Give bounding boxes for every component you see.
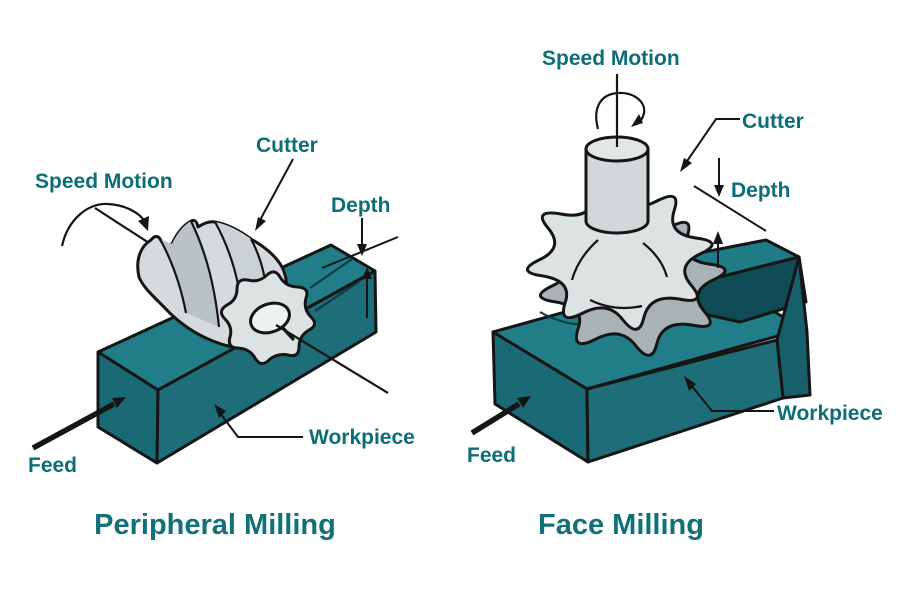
peripheral-milling-title: Peripheral Milling bbox=[94, 509, 336, 541]
label-workpiece: Workpiece bbox=[777, 402, 883, 425]
face-mill-cutter bbox=[526, 135, 727, 357]
cutter-flute-line bbox=[589, 299, 643, 310]
feed-arrow bbox=[31, 397, 126, 451]
face-milling-diagram: Speed Motion Cutter Depth Feed Workpiece… bbox=[467, 47, 883, 541]
cutter-leader-line bbox=[258, 158, 294, 223]
cutter-flute-line bbox=[642, 242, 669, 278]
depth-cut-line bbox=[309, 258, 353, 289]
workpiece-leader-arrowhead bbox=[684, 376, 696, 391]
cutter-leader-line bbox=[682, 118, 740, 168]
depth-arrowhead-up bbox=[362, 267, 372, 279]
rotation-arrowhead bbox=[138, 216, 149, 231]
label-cutter: Cutter bbox=[742, 110, 804, 133]
label-speed-motion: Speed Motion bbox=[35, 170, 173, 193]
workpiece-leader-line bbox=[219, 412, 303, 438]
workpiece-right-face bbox=[775, 255, 812, 400]
depth-reference-line bbox=[693, 185, 767, 232]
workpiece-leader-line bbox=[689, 383, 774, 412]
depth-annotation bbox=[693, 158, 767, 268]
label-depth: Depth bbox=[731, 179, 791, 202]
depth-annotation bbox=[321, 218, 399, 318]
rotation-arrow-icon bbox=[595, 91, 646, 130]
depth-cut-line-2 bbox=[314, 280, 361, 312]
depth-reference-line bbox=[321, 236, 399, 269]
label-feed: Feed bbox=[28, 454, 77, 477]
cutter-flute-shade bbox=[160, 221, 219, 327]
cutter-flute-line bbox=[159, 238, 188, 314]
cutter-leader-arrowhead bbox=[255, 217, 266, 231]
workpiece-front-face bbox=[585, 338, 785, 464]
label-depth: Depth bbox=[331, 194, 391, 217]
depth-arrowhead-up bbox=[713, 231, 723, 244]
cutter-flute-line bbox=[570, 239, 599, 281]
cutter-leader-arrowhead bbox=[680, 158, 692, 172]
feed-arrow bbox=[470, 396, 531, 436]
label-workpiece: Workpiece bbox=[309, 426, 415, 449]
rotation-arrowhead bbox=[631, 114, 643, 127]
feed-arrowhead bbox=[112, 397, 126, 408]
label-feed: Feed bbox=[467, 444, 516, 467]
workpiece-leader-arrowhead bbox=[214, 404, 226, 418]
depth-arrowhead-down bbox=[714, 185, 724, 197]
label-speed-motion: Speed Motion bbox=[542, 47, 680, 70]
face-milling-title: Face Milling bbox=[538, 509, 704, 541]
cutter-arbor-hole bbox=[249, 301, 291, 335]
cutter-flute-line bbox=[190, 220, 221, 328]
cutter-axis-line-lower bbox=[275, 324, 389, 394]
feed-arrowhead bbox=[517, 396, 531, 408]
label-cutter: Cutter bbox=[256, 134, 318, 157]
peripheral-cutter bbox=[136, 218, 316, 365]
depth-arrowhead-down bbox=[357, 244, 367, 256]
peripheral-milling-diagram: Speed Motion Cutter Depth Feed Workpiece… bbox=[28, 134, 415, 541]
rotation-arrow-icon bbox=[60, 202, 149, 247]
cutter-arbor-cylinder bbox=[584, 147, 650, 235]
